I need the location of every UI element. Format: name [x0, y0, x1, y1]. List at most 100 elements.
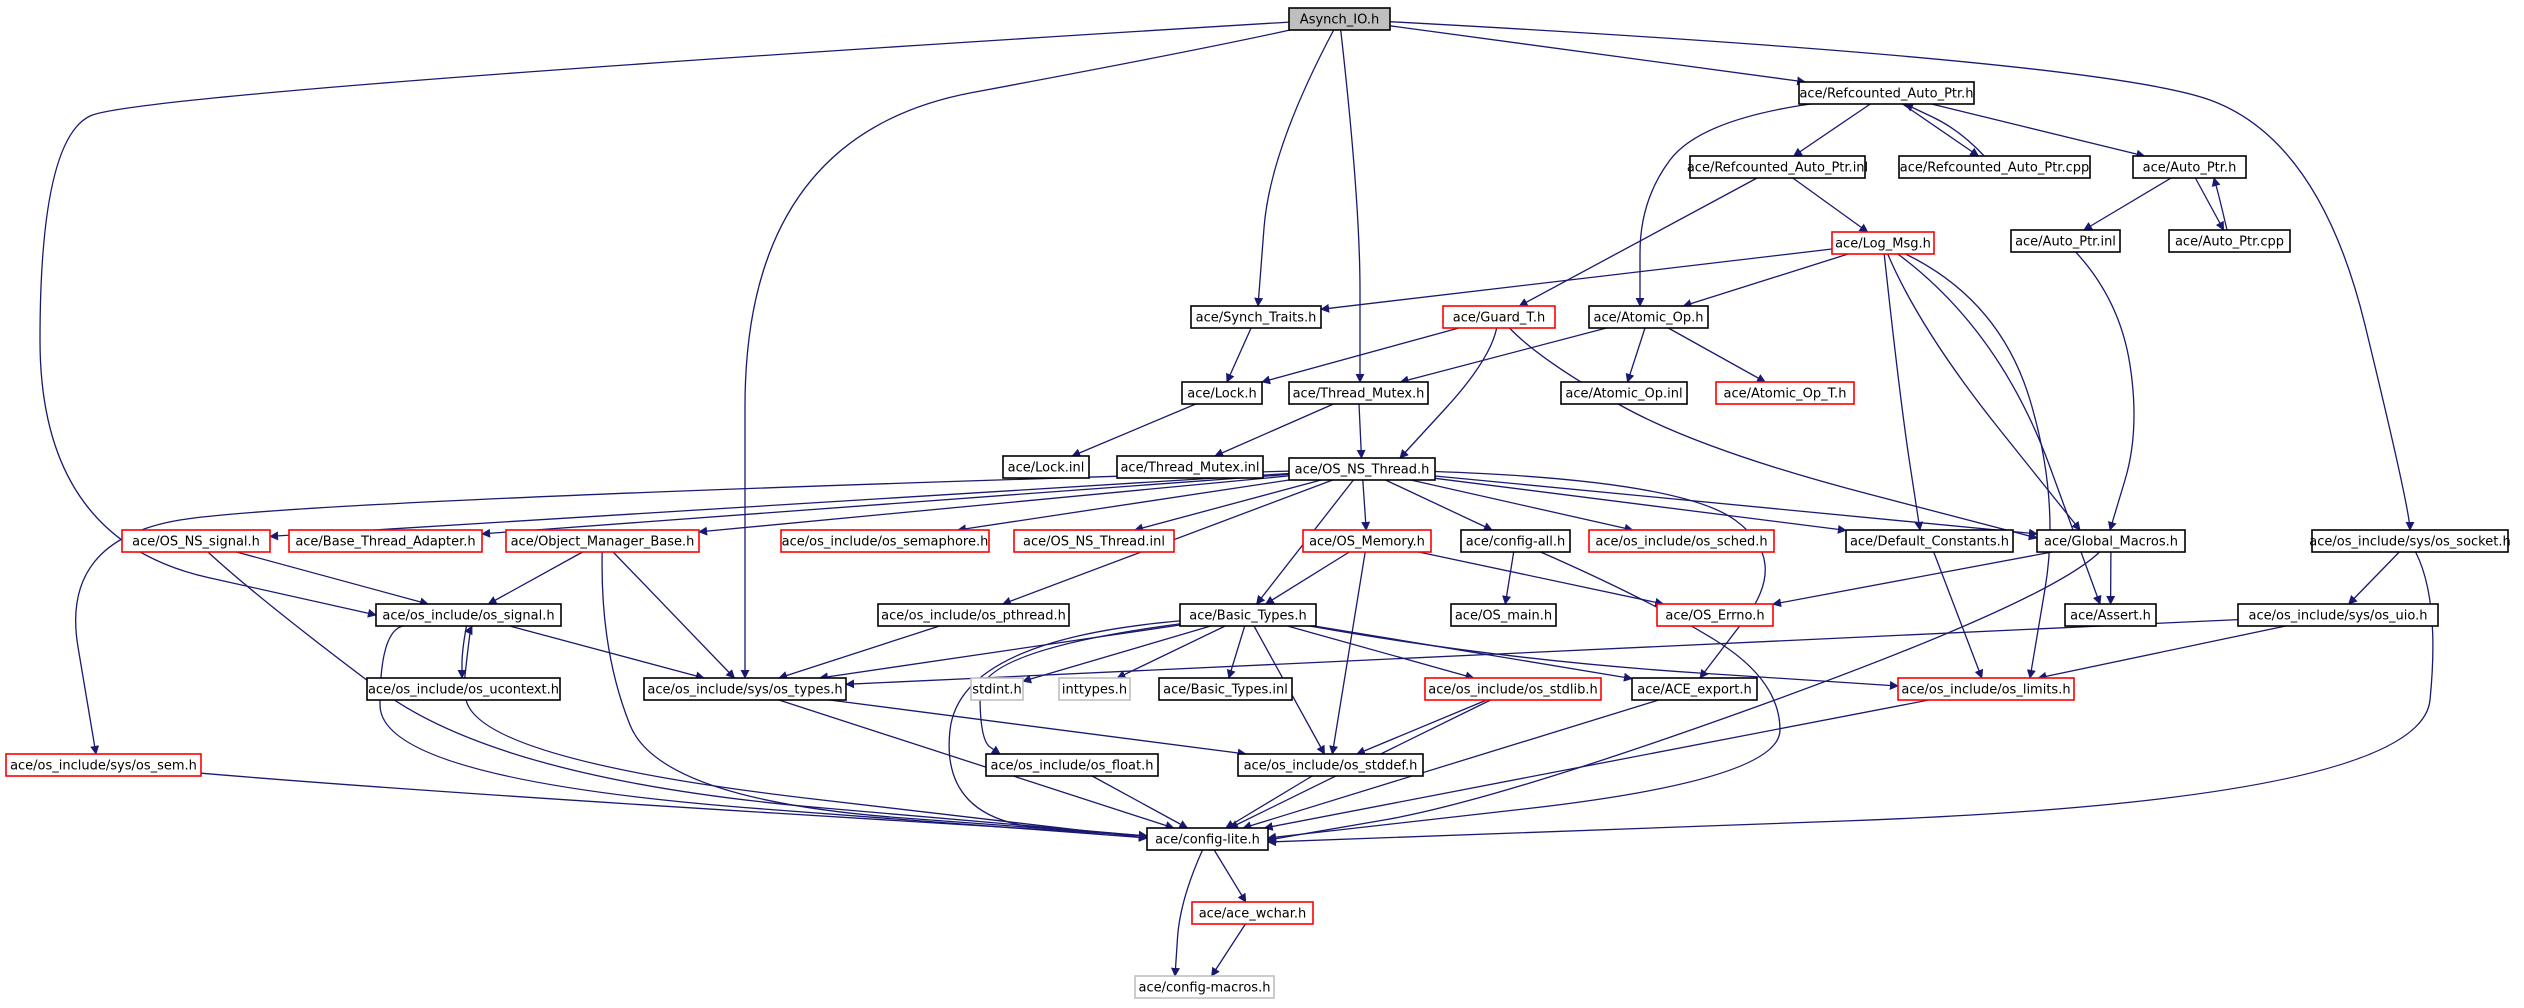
node-os-memory[interactable]: ace/OS_Memory.h	[1302, 529, 1432, 553]
node-label: ace/Assert.h	[2070, 609, 2151, 624]
node-base-thread-adapter[interactable]: ace/Base_Thread_Adapter.h	[288, 529, 483, 553]
edge-atomic_op_h-to-thread_mutex_h	[1399, 327, 1607, 385]
node-sys-os-socket[interactable]: ace/os_include/sys/os_socket.h	[2309, 529, 2511, 553]
node-label: ace/os_include/os_sched.h	[1595, 535, 1767, 550]
node-os-ns-signal[interactable]: ace/OS_NS_signal.h	[121, 529, 271, 553]
node-os-stddef[interactable]: ace/os_include/os_stddef.h	[1237, 753, 1424, 777]
node-refcounted-auto-ptr-h[interactable]: ace/Refcounted_Auto_Ptr.h	[1798, 81, 1975, 105]
node-box	[366, 677, 561, 701]
edge-os_ns_thread_h-to-os_semaphore	[957, 479, 1290, 534]
node-atomic-op-h[interactable]: ace/Atomic_Op.h	[1588, 305, 1709, 329]
node-inttypes[interactable]: inttypes.h	[1058, 677, 1131, 701]
node-box	[1898, 155, 2091, 179]
node-os-float[interactable]: ace/os_include/os_float.h	[985, 753, 1159, 777]
node-default-constants[interactable]: ace/Default_Constants.h	[1845, 529, 2014, 553]
node-global-macros[interactable]: ace/Global_Macros.h	[2036, 529, 2186, 553]
node-label: ace/os_include/sys/os_socket.h	[2309, 535, 2510, 550]
node-box	[2237, 603, 2439, 627]
edge-basic_types_h-to-basic_types_inl	[1226, 625, 1246, 679]
node-box	[1288, 381, 1429, 405]
node-basic-types-h[interactable]: ace/Basic_Types.h	[1179, 603, 1317, 627]
edge-log_msg-to-atomic_op_h	[1682, 253, 1849, 308]
node-refcounted-auto-ptr-inl[interactable]: ace/Refcounted_Auto_Ptr.inl	[1687, 155, 1868, 179]
node-atomic-op-t[interactable]: ace/Atomic_Op_T.h	[1715, 381, 1855, 405]
node-box	[1179, 603, 1317, 627]
node-box	[970, 677, 1024, 701]
node-os-stdlib[interactable]: ace/os_include/os_stdlib.h	[1424, 677, 1602, 701]
node-box	[2010, 229, 2121, 253]
node-label: Asynch_IO.h	[1300, 13, 1379, 28]
edge-os_float-to-config_lite	[1091, 775, 1189, 829]
node-box	[2132, 155, 2247, 179]
node-basic-types-inl[interactable]: ace/Basic_Types.inl	[1158, 677, 1293, 701]
edge-os_stddef-to-config_lite	[1225, 775, 1313, 829]
node-log-msg[interactable]: ace/Log_Msg.h	[1831, 231, 1935, 255]
node-object-manager-base[interactable]: ace/Object_Manager_Base.h	[505, 529, 700, 553]
node-asynch-io[interactable]: Asynch_IO.h	[1288, 7, 1391, 31]
node-auto-ptr-h[interactable]: ace/Auto_Ptr.h	[2132, 155, 2247, 179]
node-refcounted-auto-ptr-cpp[interactable]: ace/Refcounted_Auto_Ptr.cpp	[1898, 155, 2091, 179]
node-box	[288, 529, 483, 553]
node-label: ace/Base_Thread_Adapter.h	[295, 535, 475, 550]
node-config-lite[interactable]: ace/config-lite.h	[1146, 827, 1269, 851]
node-label: ace/OS_NS_signal.h	[132, 535, 260, 550]
node-os-ucontext[interactable]: ace/os_include/os_ucontext.h	[366, 677, 561, 701]
node-box	[1288, 7, 1391, 31]
node-box	[2064, 603, 2157, 627]
node-label: ace/config-lite.h	[1155, 833, 1260, 848]
node-atomic-op-inl[interactable]: ace/Atomic_Op.inl	[1560, 381, 1688, 405]
edge-os_signal-to-sys_os_types	[509, 625, 705, 681]
node-sys-os-types[interactable]: ace/os_include/sys/os_types.h	[643, 677, 847, 701]
node-box	[505, 529, 700, 553]
node-label: ace/config-macros.h	[1139, 981, 1271, 996]
edge-config_all-to-os_main	[1502, 551, 1515, 605]
node-os-errno[interactable]: ace/OS_Errno.h	[1656, 603, 1774, 627]
node-config-macros[interactable]: ace/config-macros.h	[1134, 975, 1275, 999]
node-guard-t[interactable]: ace/Guard_T.h	[1442, 305, 1556, 329]
node-stdint[interactable]: stdint.h	[970, 677, 1024, 701]
node-sys-os-uio[interactable]: ace/os_include/sys/os_uio.h	[2237, 603, 2439, 627]
node-os-ns-thread-inl[interactable]: ace/OS_NS_Thread.inl	[1013, 529, 1175, 553]
node-os-ns-thread-h[interactable]: ace/OS_NS_Thread.h	[1288, 457, 1436, 481]
node-label: ace/Refcounted_Auto_Ptr.h	[1799, 87, 1973, 102]
node-assert-h[interactable]: ace/Assert.h	[2064, 603, 2157, 627]
node-box	[1715, 381, 1855, 405]
node-ace-wchar[interactable]: ace/ace_wchar.h	[1191, 901, 1314, 925]
edge-guard_t-to-global_macros	[1509, 327, 2038, 541]
edge-sys_os_sem-to-config_lite	[200, 772, 1148, 840]
node-lock-inl[interactable]: ace/Lock.inl	[1002, 455, 1090, 479]
edge-sys_os_uio-to-sys_os_types	[845, 618, 2239, 689]
node-box	[1689, 155, 1866, 179]
node-label: ace/OS_Errno.h	[1665, 609, 1764, 624]
node-box	[1798, 81, 1975, 105]
node-label: ace/os_include/os_semaphore.h	[782, 535, 989, 550]
node-sys-os-sem[interactable]: ace/os_include/sys/os_sem.h	[5, 753, 202, 777]
node-os-main[interactable]: ace/OS_main.h	[1450, 603, 1557, 627]
node-thread-mutex-inl[interactable]: ace/Thread_Mutex.inl	[1116, 455, 1264, 479]
node-os-pthread[interactable]: ace/os_include/os_pthread.h	[877, 603, 1070, 627]
edge-os_ns_thread_h-to-os_memory	[1361, 479, 1371, 531]
node-lock-h[interactable]: ace/Lock.h	[1181, 381, 1263, 405]
node-ace-export[interactable]: ace/ACE_export.h	[1631, 677, 1758, 701]
node-label: inttypes.h	[1062, 683, 1127, 698]
node-box	[1146, 827, 1269, 851]
node-synch-traits[interactable]: ace/Synch_Traits.h	[1190, 305, 1322, 329]
node-label: ace/Thread_Mutex.inl	[1120, 461, 1259, 476]
node-box	[1560, 381, 1688, 405]
edge-os_ns_thread_h-to-global_macros	[1434, 475, 2038, 538]
node-config-all[interactable]: ace/config-all.h	[1460, 529, 1571, 553]
node-label: ace/Basic_Types.h	[1189, 609, 1306, 624]
edge-config_lite-to-config_macros	[1171, 849, 1204, 977]
node-auto-ptr-inl[interactable]: ace/Auto_Ptr.inl	[2010, 229, 2121, 253]
node-os-semaphore[interactable]: ace/os_include/os_semaphore.h	[780, 529, 990, 553]
node-os-limits[interactable]: ace/os_include/os_limits.h	[1897, 677, 2075, 701]
node-auto-ptr-cpp[interactable]: ace/Auto_Ptr.cpp	[2168, 229, 2291, 253]
edge-atomic_op_h-to-atomic_op_inl	[1625, 327, 1646, 383]
node-thread-mutex-h[interactable]: ace/Thread_Mutex.h	[1288, 381, 1429, 405]
node-label: ace/os_include/os_float.h	[990, 759, 1153, 774]
node-os-sched[interactable]: ace/os_include/os_sched.h	[1588, 529, 1775, 553]
node-os-signal[interactable]: ace/os_include/os_signal.h	[375, 603, 562, 627]
edge-object_manager_base-to-sys_os_types	[612, 551, 736, 679]
node-label: ace/Basic_Types.inl	[1163, 683, 1288, 698]
edge-global_macros-to-os_errno	[1772, 551, 2053, 608]
